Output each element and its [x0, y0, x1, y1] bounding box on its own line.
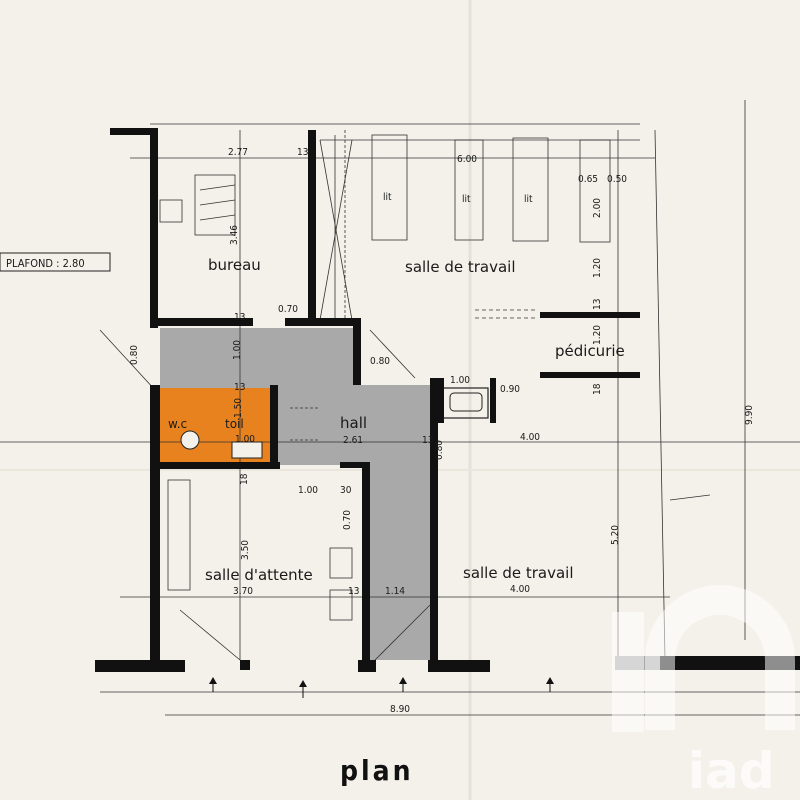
dim-label: 30 [340, 485, 352, 496]
dim-label: 2.77 [228, 147, 248, 158]
plan-title: plan [340, 754, 414, 787]
dim-label: 0.80 [434, 440, 445, 460]
dim-label: 6.00 [457, 154, 477, 165]
dim-label: 0.70 [342, 510, 353, 530]
dim-label: 8.90 [390, 704, 410, 715]
beds [371, 134, 611, 243]
dim-label: 4.00 [520, 432, 540, 443]
dim-label: 0.50 [607, 174, 627, 185]
dim-label: 13 [234, 382, 245, 393]
ceiling-note-box [0, 252, 111, 272]
iad-watermark-text: iad [688, 742, 775, 800]
bed-label: lit [383, 192, 392, 203]
dim-label: 4.00 [510, 584, 530, 595]
dim-label: 1.00 [235, 434, 255, 445]
dim-label: 3.46 [229, 225, 240, 245]
room-label-hall: hall [340, 414, 367, 432]
dim-label: 2.61 [343, 435, 363, 446]
walls [95, 128, 800, 672]
dim-label: 13 [348, 586, 359, 597]
dim-label: 1.00 [298, 485, 318, 496]
dim-label: 0.80 [129, 345, 140, 365]
room-label-salle-de-travail-bottom: salle de travail [463, 564, 574, 582]
dim-label: 18 [592, 383, 603, 395]
room-label-toil: toil [225, 417, 244, 431]
dim-label: 1.20 [592, 325, 603, 345]
desk-sketch [159, 174, 353, 621]
room-label-wc: w.c [168, 417, 187, 431]
ceiling-note: PLAFOND : 2.80 [6, 257, 85, 270]
dimension-lines [0, 100, 800, 716]
dimension-labels: 2.77 13 6.00 0.65 0.50 2.00 3.46 0.70 1.… [129, 147, 755, 715]
dim-label: 1.00 [232, 340, 243, 360]
bed-label: lit [462, 194, 471, 205]
dim-label: 1.20 [592, 258, 603, 278]
dim-label: 1.00 [450, 375, 470, 386]
dim-label: 9.90 [744, 405, 755, 425]
dim-label: 0.90 [500, 384, 520, 395]
room-label-bureau: bureau [208, 256, 261, 274]
dim-label: 2.00 [592, 198, 603, 218]
toilet-icon [180, 430, 263, 459]
dim-label: 13 [422, 435, 433, 446]
dim-label: 13 [592, 299, 603, 310]
dim-label: 3.50 [240, 540, 251, 560]
window-arrows [209, 677, 554, 698]
dim-label: 5.20 [610, 525, 621, 545]
room-label-pedicurie: pédicurie [555, 342, 625, 360]
hall-area [160, 328, 430, 660]
iad-watermark-logo: iad [612, 585, 795, 800]
dim-label: 3.70 [233, 586, 253, 597]
sink-icon [442, 387, 489, 419]
dim-label: 0.80 [370, 356, 390, 367]
room-label-salle-de-travail-top: salle de travail [405, 258, 516, 276]
dim-label: 13 [297, 147, 308, 158]
bed-label: lit [524, 194, 533, 205]
dim-label: 18 [239, 473, 250, 485]
dim-label: 1.50 [233, 398, 244, 418]
dim-label: 1.14 [385, 586, 405, 597]
dim-label: 13 [234, 312, 245, 323]
dim-label: 0.65 [578, 174, 598, 185]
dim-label: 0.70 [278, 304, 298, 315]
room-label-salle-attente: salle d'attente [205, 566, 313, 584]
